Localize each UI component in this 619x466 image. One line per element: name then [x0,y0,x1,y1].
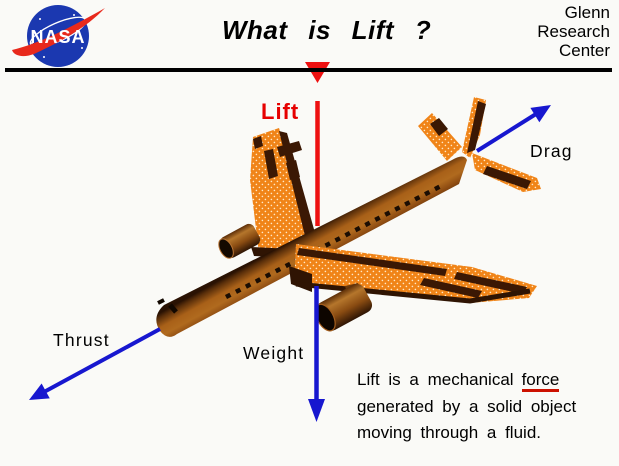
nasa-logo-text: NASA [30,27,85,47]
airplane-illustration [156,97,541,337]
page-title: What is Lift ? [222,15,432,45]
tail-fin [418,97,486,161]
drag-force-label: Drag [530,141,573,161]
nasa-swoosh [12,8,105,57]
caption-line-2: generated by a solid object [357,396,577,416]
org-name: Glenn Research Center [537,3,610,60]
header-rule [5,68,612,72]
right-engine [314,283,373,332]
nasa-logo: NASA [12,5,105,67]
drag-arrow [475,105,551,153]
fuselage-windows [224,184,443,299]
caption-line-1-text: Lift is a mechanical [357,370,514,389]
caption-line-1: Lift is a mechanical force [357,367,612,394]
caption-line-3: moving through a fluid. [357,423,541,442]
lift-definition-caption: Lift is a mechanical force generated by a… [357,367,612,447]
left-engine [218,223,261,259]
caption-underlined-force: force [521,370,560,392]
thrust-force-label: Thrust [53,330,110,350]
weight-force-label: Weight [243,343,305,363]
force-arrows [29,62,551,422]
lift-arrow [305,62,330,226]
lift-force-label: Lift [261,99,300,124]
thrust-arrow [29,327,161,400]
weight-arrow [308,286,325,422]
right-stabilizer [472,153,541,192]
right-wing [289,244,537,304]
